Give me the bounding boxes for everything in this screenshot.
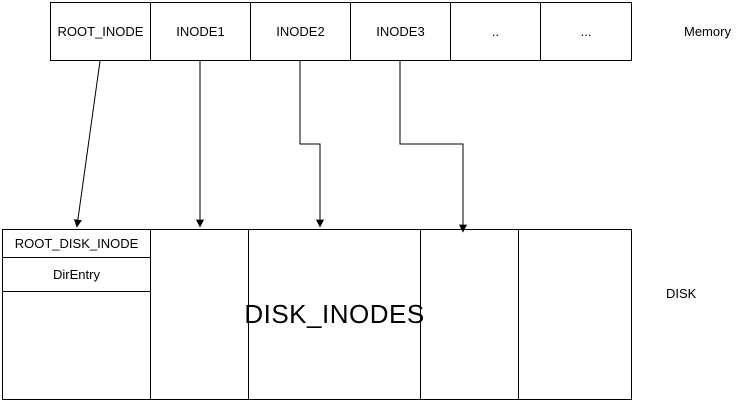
direntry-row: DirEntry [3, 258, 150, 292]
arrow-inode2-to-disk-inodes [299, 61, 324, 228]
memory-cell-inode2: INODE2 [251, 3, 351, 60]
memory-side-label: Memory [684, 24, 731, 39]
disk-cell-block-2 [151, 230, 249, 399]
memory-cell-label: INODE3 [376, 24, 425, 39]
disk-side-label: DISK [666, 286, 697, 301]
memory-cell-inode3: INODE3 [351, 3, 451, 60]
arrow-inode3-to-disk [399, 61, 467, 233]
disk-box: ROOT_DISK_INODE DirEntry DISK_INODES [2, 229, 632, 400]
arrow-root-inode-to-root-disk-inode [73, 60, 101, 228]
memory-cell-label: INODE1 [176, 24, 225, 39]
memory-cell-label: .. [491, 24, 500, 39]
disk-inodes-label: DISK_INODES [244, 299, 425, 329]
disk-cell-root: ROOT_DISK_INODE DirEntry [3, 230, 151, 399]
disk-cell-disk-inodes: DISK_INODES [244, 230, 424, 399]
disk-cell-block-5 [519, 230, 631, 399]
disk-cell-block-4 [421, 230, 519, 399]
root-disk-inode-row: ROOT_DISK_INODE [3, 230, 150, 258]
memory-cell-ellipsis-3: ... [541, 3, 631, 60]
memory-cell-inode1: INODE1 [151, 3, 251, 60]
memory-cell-label: ROOT_INODE [57, 24, 144, 39]
memory-row: ROOT_INODE INODE1 INODE2 INODE3 .. ... [50, 2, 632, 61]
memory-cell-ellipsis-2: .. [451, 3, 541, 60]
memory-cell-label: INODE2 [276, 24, 325, 39]
memory-cell-label: ... [580, 24, 592, 39]
memory-cell-root-inode: ROOT_INODE [51, 3, 151, 60]
